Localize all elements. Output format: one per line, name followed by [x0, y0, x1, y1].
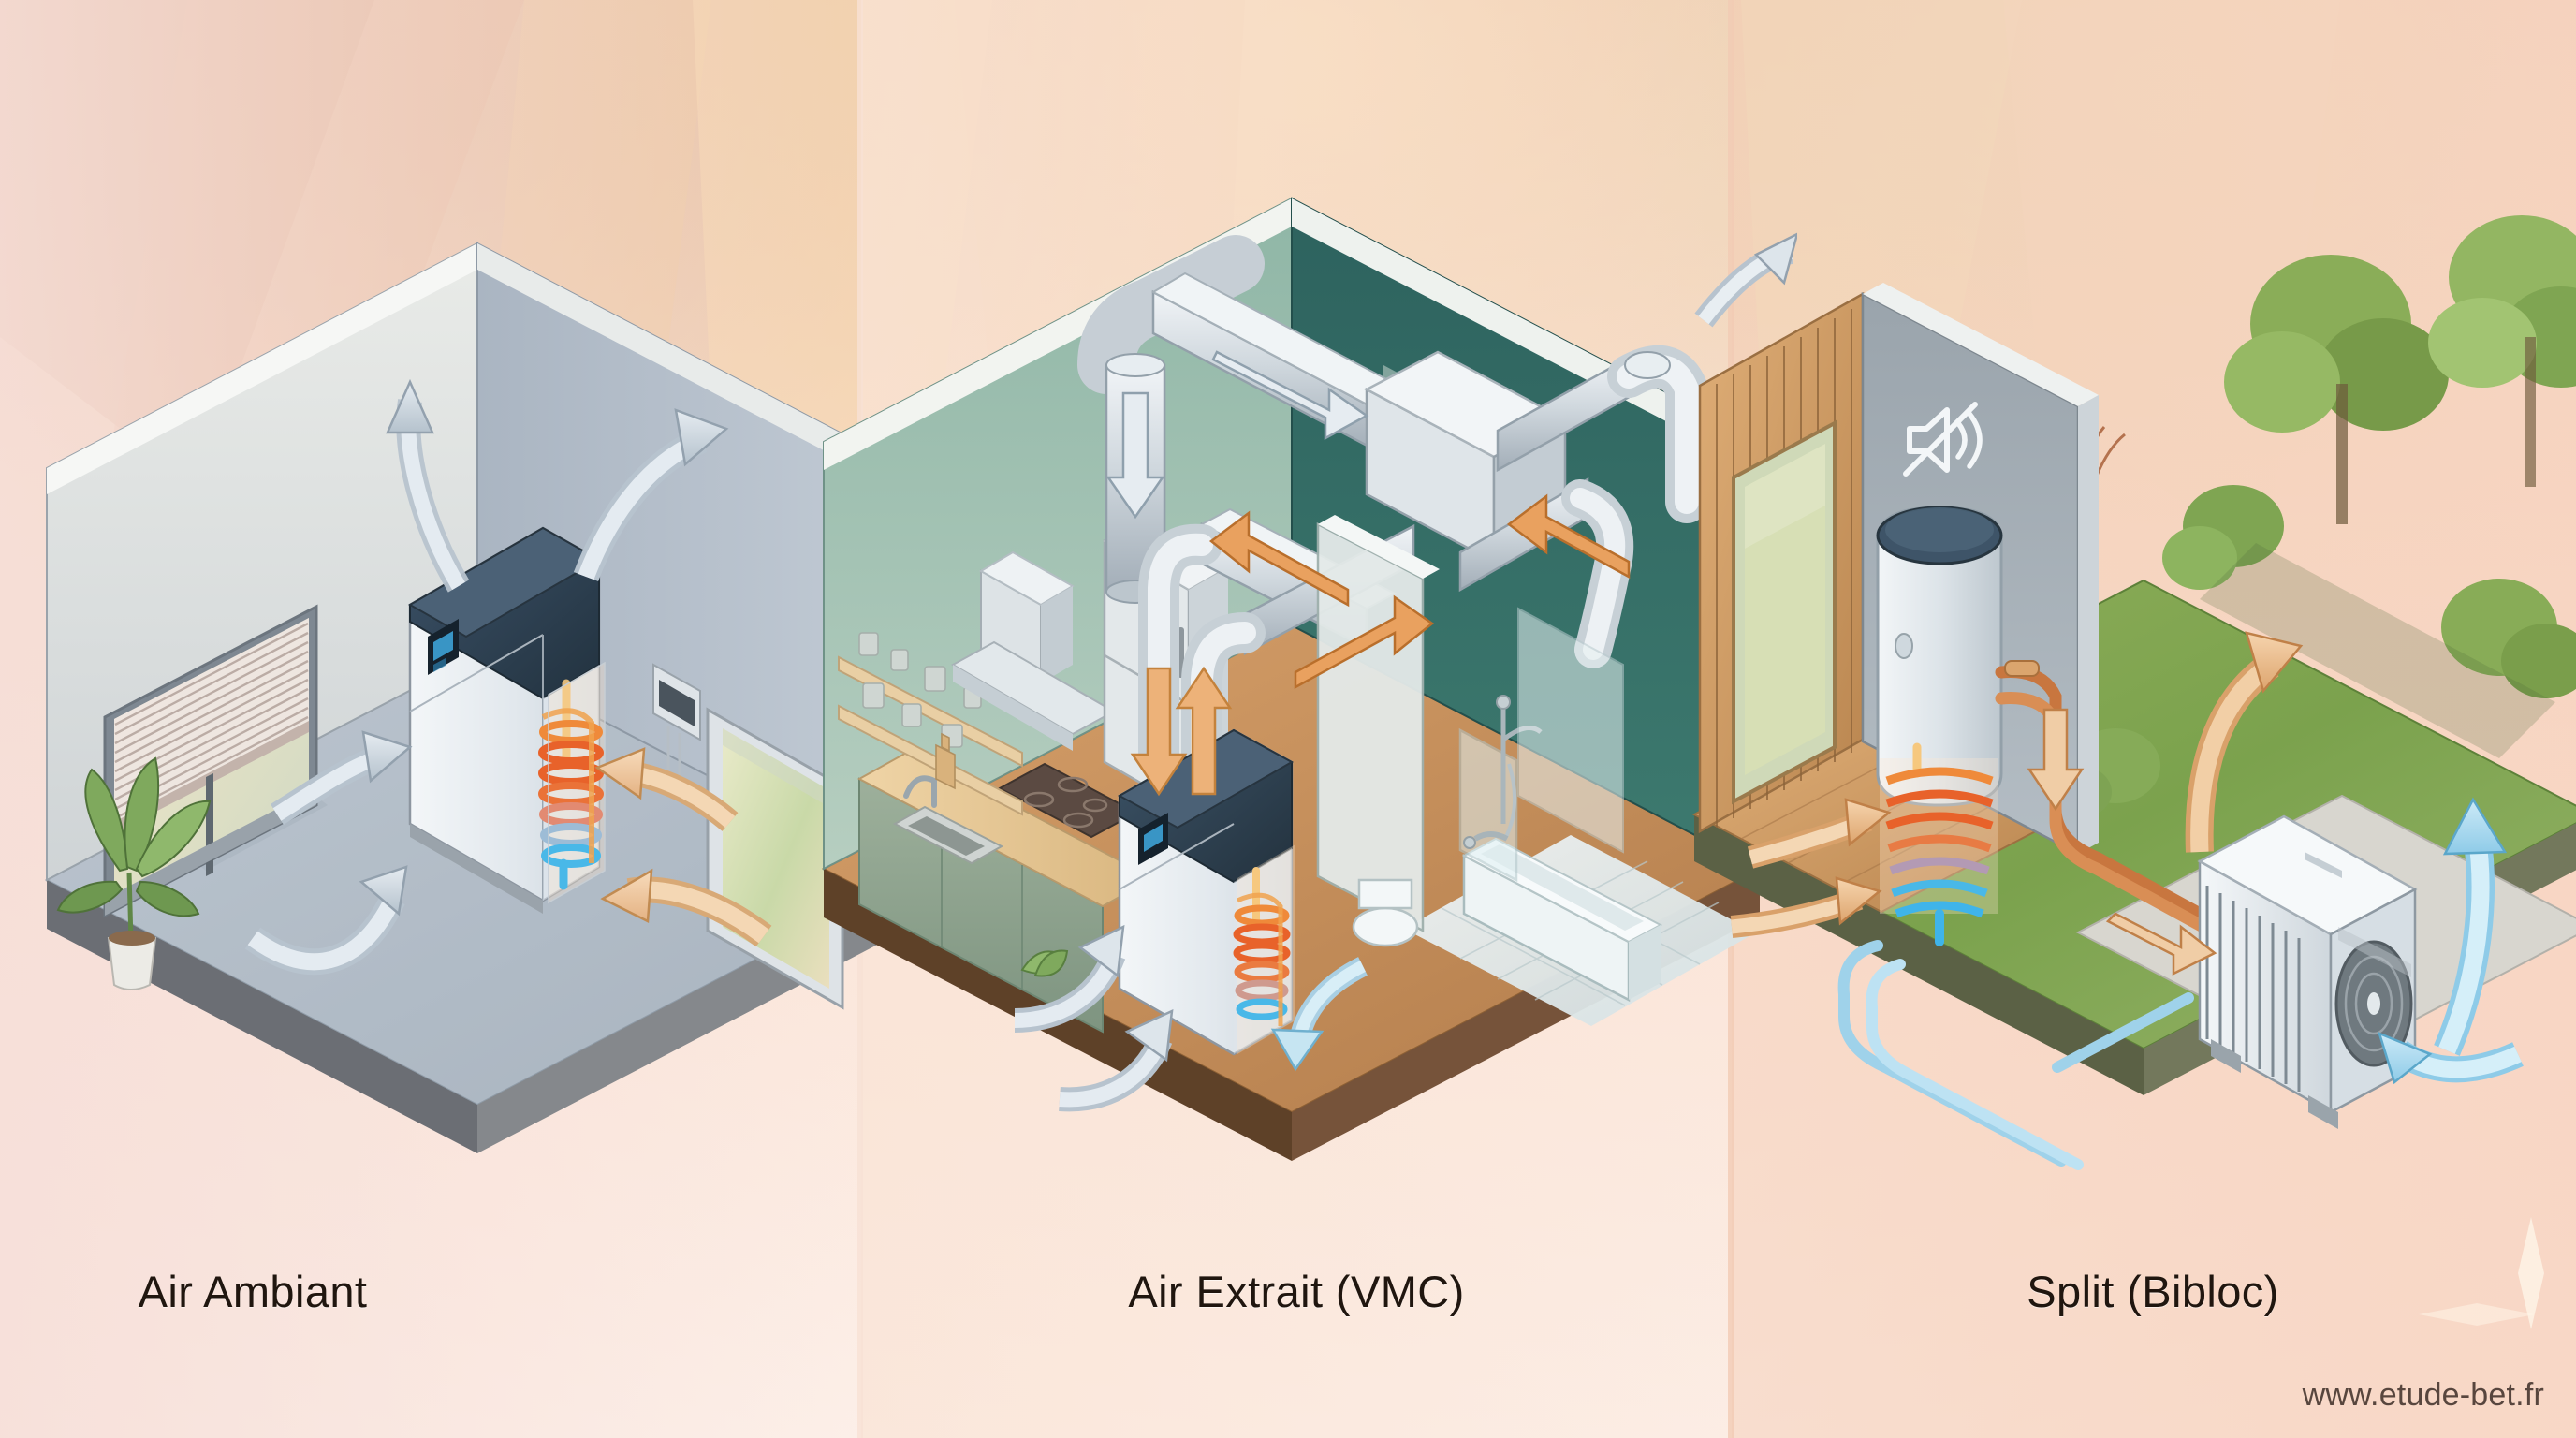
watermark: www.etude-bet.fr — [2302, 1377, 2544, 1413]
potted-plant — [56, 756, 212, 990]
arrow-refrigerant-to-unit — [2105, 912, 2217, 976]
storage-tank — [1876, 506, 2003, 807]
plant-leaves — [56, 756, 212, 917]
arrow-warm-air-to-outdoor — [2185, 631, 2304, 853]
arrow-unit-intake-down — [1130, 667, 1188, 797]
arrow-extracted-air-left — [1208, 510, 1350, 608]
arrow-refrigerant-down — [2027, 708, 2085, 812]
bathroom-tile-wall — [1517, 607, 1624, 854]
kitchen-shelves — [838, 632, 1023, 816]
arrow-cool-air-in-lower — [244, 865, 408, 976]
tub-faucet — [1463, 831, 1509, 849]
arrow-cool-air-out-right — [573, 408, 729, 582]
arrow-exhaust-to-roof — [1694, 232, 1797, 328]
glass-door[interactable] — [1732, 419, 1837, 805]
arrow-extracted-air-bathroom — [1506, 493, 1631, 580]
arrow-extracted-air-right — [1294, 594, 1435, 690]
cold-return-lines — [1837, 940, 2194, 1170]
unit-display — [1138, 813, 1168, 865]
arrow-duct-return-left — [1211, 350, 1369, 441]
arrow-ambient-air-to-tank-upper — [1747, 798, 1892, 869]
outdoor-fan-grille — [2334, 927, 2413, 1067]
arrow-cold-air-intake — [2378, 1031, 2524, 1085]
heating-coil-cutaway — [1233, 844, 1295, 1054]
panel-air-ambiant — [44, 242, 911, 1153]
toilet — [1352, 878, 1419, 947]
mute-speaker-icon — [1903, 402, 1983, 477]
arrow-cool-air-out-up — [386, 378, 470, 593]
wall-wood-slats — [1698, 291, 1865, 834]
arrow-room-air-into-unit-lower — [1059, 1008, 1174, 1112]
unit-display — [428, 619, 459, 675]
panel-label-air-extrait: Air Extrait (VMC) — [1128, 1267, 1465, 1316]
arrow-ambient-air-to-tank-lower — [1730, 876, 1882, 938]
garden-trees — [2224, 215, 2576, 698]
panel-air-extrait-vmc — [821, 197, 1797, 1161]
counter-plant — [1020, 949, 1069, 977]
arrow-unit-outlet-up — [1175, 666, 1233, 796]
heat-exchanger-fins — [2205, 886, 2301, 1092]
kitchen-range-hood — [950, 550, 1117, 751]
arrow-cool-air-in-upper — [270, 730, 413, 825]
kitchen-sink — [892, 775, 1004, 865]
coil-rings — [1885, 767, 1994, 918]
bathroom — [1352, 607, 1663, 1003]
arrow-warm-ambient-air-upper — [594, 747, 739, 831]
heating-coil-cutaway — [538, 661, 606, 904]
arrow-warm-ambient-air-lower — [600, 868, 772, 947]
arrow-duct-down-into-unit — [1105, 391, 1165, 520]
arrow-room-air-into-unit — [1014, 924, 1126, 1033]
duct-to-roof — [1496, 345, 1708, 523]
panel-split-bibloc — [1691, 215, 2576, 1170]
arrow-air-supply-right — [1270, 957, 1368, 1072]
bathroom-partition — [1316, 515, 1440, 933]
panel-label-split-bibloc: Split (Bibloc) — [2027, 1267, 2279, 1316]
panel-label-air-ambiant: Air Ambiant — [138, 1267, 368, 1316]
heating-coil-cutaway — [1880, 742, 1998, 946]
arrow-cold-air-discharge-up — [2434, 797, 2508, 1056]
coil-rings — [538, 720, 604, 868]
